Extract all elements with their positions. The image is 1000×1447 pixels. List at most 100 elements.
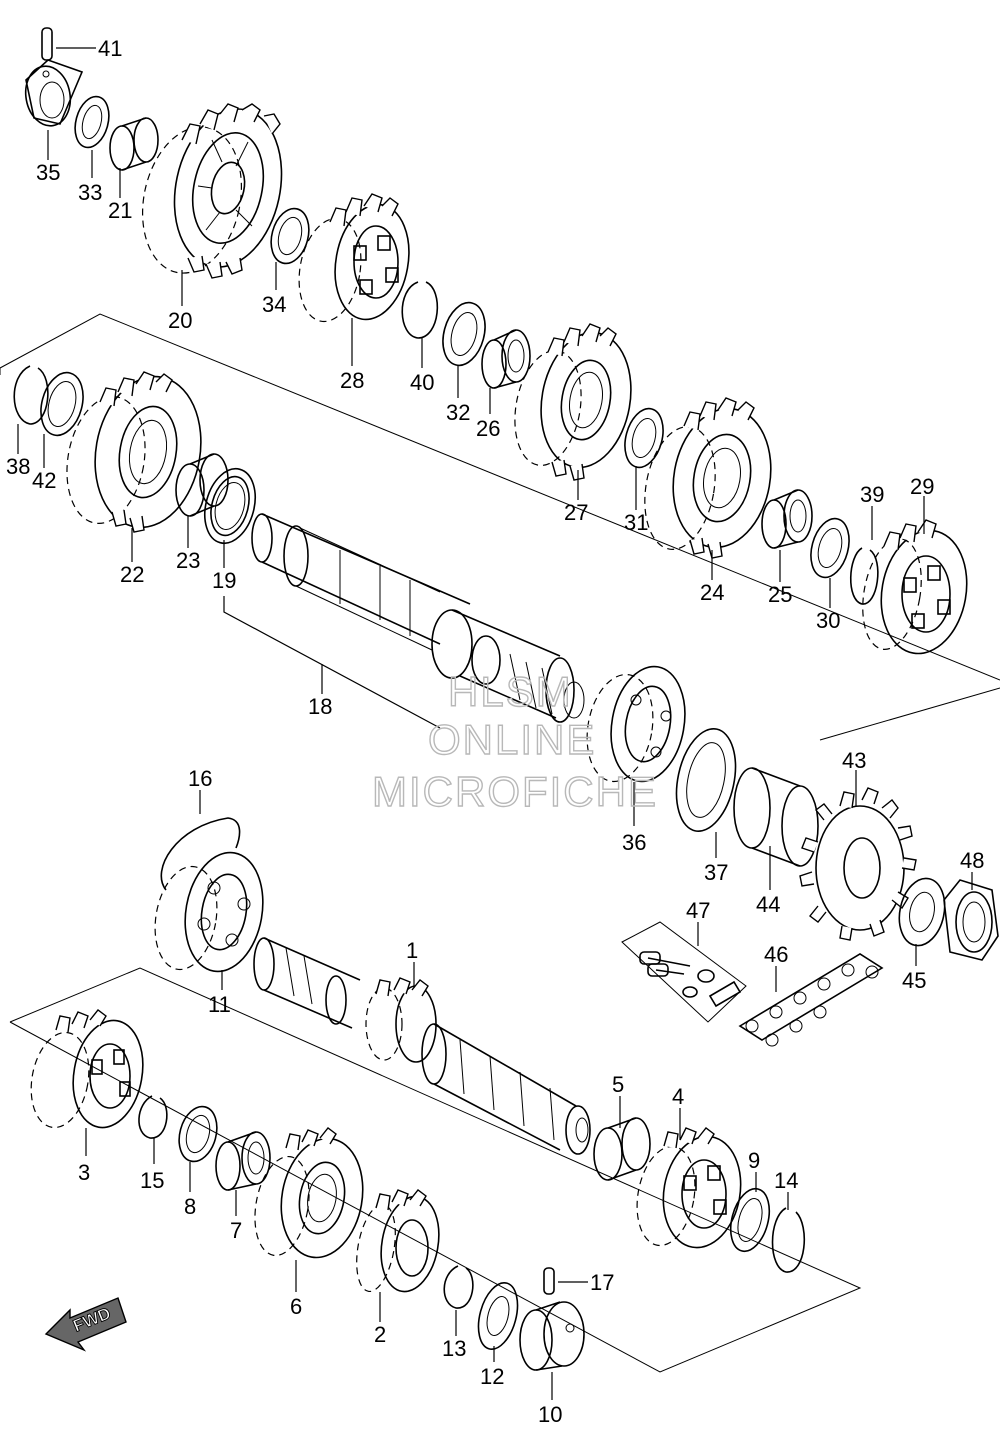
watermark-line-2: ONLINE [428,716,596,763]
callout-32: 32 [446,400,470,425]
callout-25: 25 [768,582,792,607]
callout-47: 47 [686,898,710,923]
driveshaft-1 [253,937,591,1155]
callout-48: 48 [960,848,984,873]
callout-28: 28 [340,368,364,393]
callout-19: 19 [212,568,236,593]
callout-39: 39 [860,482,884,507]
washer-8 [178,1105,218,1163]
washer-33 [74,95,110,149]
circlip-39 [850,547,879,605]
callout-29: 29 [910,474,934,499]
sprocket-43 [799,787,917,941]
collar-10 [519,1301,585,1371]
circlip-15 [138,1095,168,1139]
callout-33: 33 [78,180,102,205]
needle-bearing-25 [761,489,813,549]
watermark-line-1: HLSM [448,668,573,715]
callout-37: 37 [704,860,728,885]
bearing-36 [586,665,686,783]
chain-joint-kit-47 [621,921,747,1023]
callout-46: 46 [764,942,788,967]
callout-7: 7 [230,1218,242,1243]
callout-20: 20 [168,308,192,333]
callout-11: 11 [208,992,231,1017]
callout-3: 3 [78,1160,90,1185]
bushing-5 [593,1117,651,1181]
callout-41: 41 [98,36,122,61]
callout-5: 5 [612,1072,624,1097]
circlip-16 [160,817,241,891]
gear-3 [30,1009,144,1129]
callout-40: 40 [410,370,434,395]
fwd-arrow-icon [44,1297,127,1352]
gear-28 [298,193,410,323]
washer-31 [624,407,664,469]
callout-14: 14 [774,1168,798,1193]
callout-1: 1 [406,938,418,963]
callout-36: 36 [622,830,646,855]
washer-34 [270,207,310,265]
spacer-44 [733,767,819,867]
callout-13: 13 [442,1336,466,1361]
callout-10: 10 [538,1402,562,1427]
callout-26: 26 [476,416,500,441]
drive-chain-46 [738,953,884,1047]
washer-42 [40,371,84,437]
bearing-11 [154,851,264,973]
callout-15: 15 [140,1168,164,1193]
gear-29 [862,519,968,655]
gear-22 [66,371,202,533]
washer-12 [477,1282,519,1350]
callout-24: 24 [700,580,724,605]
gear-24 [644,397,772,559]
pin-41 [41,27,53,61]
gear-2 [356,1189,440,1293]
watermark-line-3: MICROFICHE [372,768,658,815]
watermark: HLSM ONLINE MICROFICHE [371,667,658,815]
bushing-21 [109,117,159,171]
callout-44: 44 [756,892,780,917]
gear-20 [141,103,283,279]
lower-assembly-frame [9,967,862,1373]
callout-21: 21 [108,198,132,223]
callout-30: 30 [816,608,840,633]
callout-4: 4 [672,1084,684,1109]
callout-12: 12 [480,1364,504,1389]
callout-27: 27 [564,500,588,525]
callout-22: 22 [120,562,144,587]
washer-45 [898,877,946,947]
leader-lines [17,47,973,1400]
oil-seal-19 [204,467,256,545]
washer-9 [729,1187,771,1253]
circlip-40 [401,281,439,339]
pin-17 [543,1267,555,1295]
callout-2: 2 [374,1322,386,1347]
callout-35: 35 [36,160,60,185]
countershaft-18 [251,513,585,723]
washer-32 [442,301,486,367]
callout-6: 6 [290,1294,302,1319]
callout-43: 43 [842,748,866,773]
callout-18: 18 [308,694,332,719]
callout-45: 45 [902,968,926,993]
callout-34: 34 [262,292,286,317]
gear-6 [254,1127,364,1259]
washer-30 [810,517,850,579]
gear-27 [514,323,632,481]
fwd-direction-badge: FWD [44,1297,127,1352]
circlip-14 [771,1207,806,1273]
callout-38: 38 [6,454,30,479]
callout-42: 42 [32,468,56,493]
needle-bearing-7 [215,1131,271,1191]
callout-17: 17 [590,1270,614,1295]
callout-8: 8 [184,1194,196,1219]
washer-37 [675,728,737,832]
nut-48 [943,879,999,961]
bushing-23 [175,453,229,517]
callout-16: 16 [188,766,212,791]
collar-35 [24,59,84,127]
callout-9: 9 [748,1148,760,1173]
